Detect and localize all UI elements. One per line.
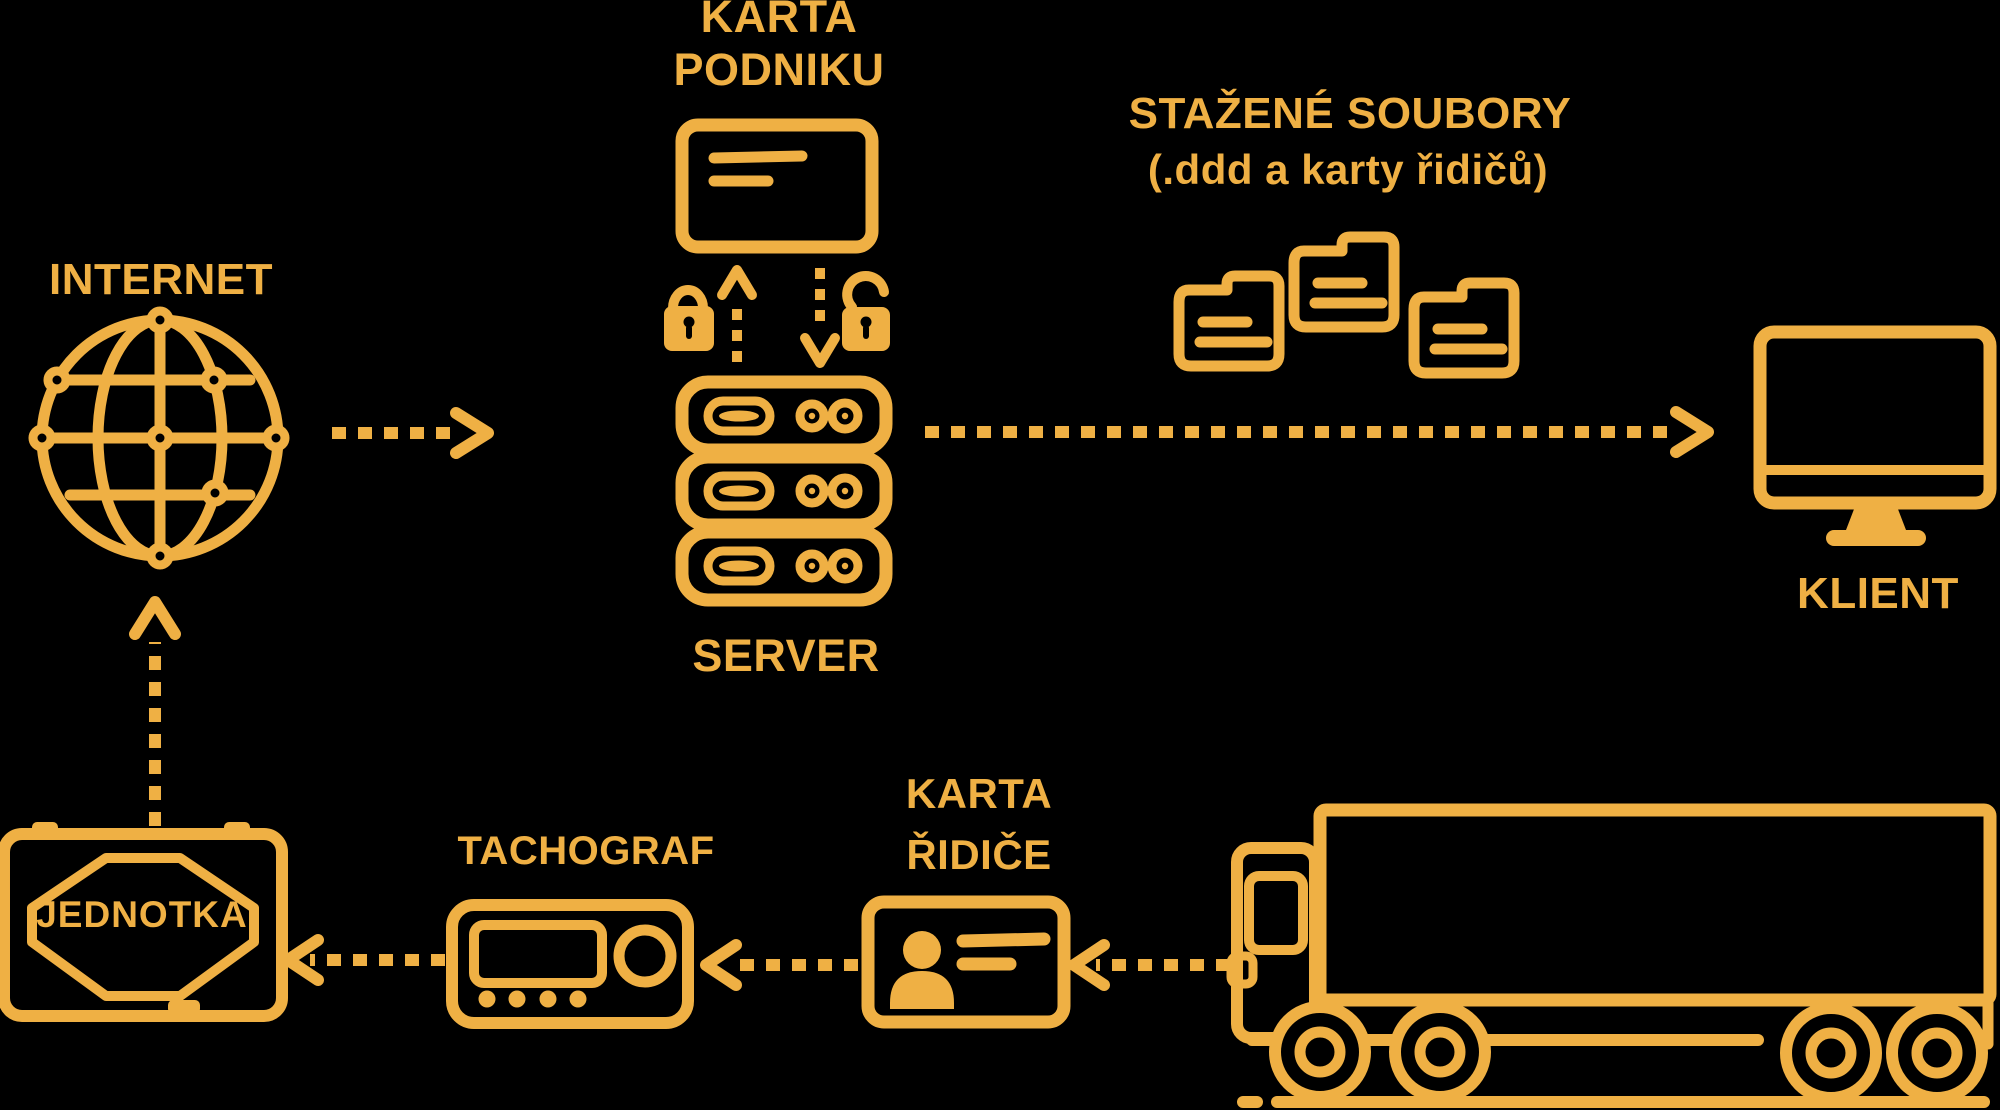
downloads-label-2: (.ddd a karty řidičů) (1147, 146, 1549, 193)
vehicle-unit-icon (0, 822, 288, 1022)
arrow-card-upload (717, 265, 757, 362)
desktop-monitor-icon (1753, 325, 1997, 546)
client-label: KLIENT (1797, 569, 1959, 618)
driver-card-label-1: KARTA (905, 770, 1053, 817)
folder-icon (1173, 270, 1285, 372)
server-stack-icon (675, 375, 893, 607)
arrow-truck-to-card (1068, 939, 1230, 991)
padlock-closed-icon (664, 285, 714, 351)
flow-arrows (129, 265, 1714, 991)
arrow-jednotka-to-internet (129, 596, 181, 826)
tachograph-label: TACHOGRAF (457, 829, 715, 873)
arrow-internet-to-server (332, 407, 494, 459)
globe-network-icon (28, 306, 290, 570)
arrow-card-download (800, 268, 840, 368)
unit-label: JEDNOTKA (36, 894, 248, 935)
truck-icon (1226, 803, 1997, 1108)
truck-wheels (1269, 1001, 1988, 1104)
company-card-label-1: KARTA (700, 0, 858, 42)
company-card-icon (675, 118, 879, 254)
tachograph-device-icon (446, 899, 694, 1029)
folder-icon (1288, 231, 1400, 333)
padlock-open-icon (842, 271, 890, 351)
arrow-card-to-tachograf (700, 939, 858, 991)
downloads-label-1: STAŽENÉ SOUBORY (1128, 89, 1572, 138)
server-label: SERVER (692, 630, 880, 681)
driver-card-icon (861, 895, 1071, 1029)
company-card-label-2: PODNIKU (673, 44, 885, 95)
folders-icon (1173, 231, 1520, 379)
arrow-server-to-klient (925, 406, 1714, 458)
driver-card-label-2: ŘIDIČE (906, 831, 1052, 878)
folder-icon (1408, 277, 1520, 379)
arrow-tachograf-to-jednotka (282, 934, 445, 986)
internet-label: INTERNET (49, 255, 273, 304)
